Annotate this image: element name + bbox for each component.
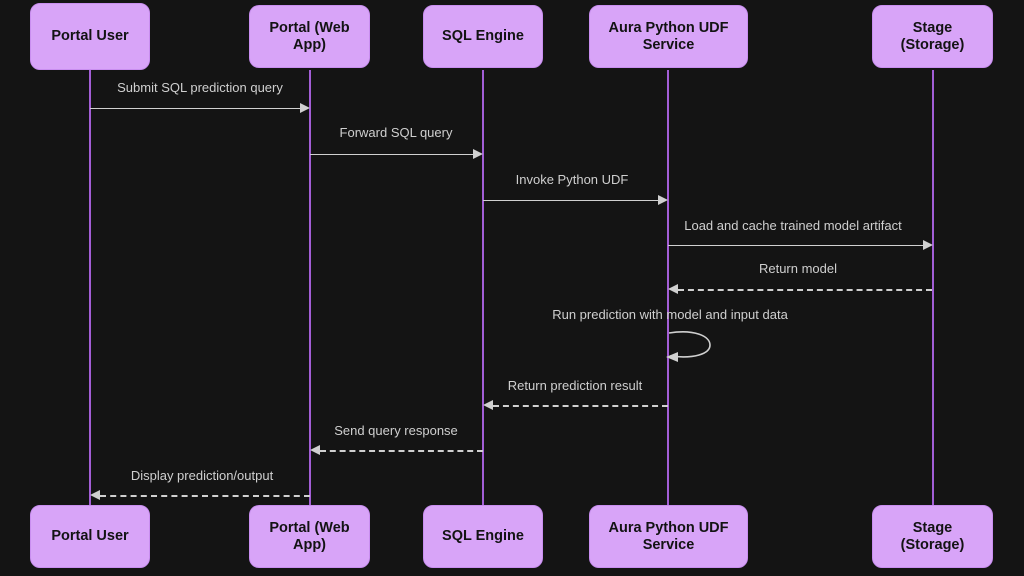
actor-box-top-portal-web-app[interactable]: Portal (Web App): [249, 5, 370, 68]
message-label-9: Display prediction/output: [130, 468, 274, 483]
message-label-4: Load and cache trained model artifact: [684, 218, 902, 233]
message-line-4: [668, 245, 923, 246]
actor-label-portal-web-app-bottom: Portal (Web App): [269, 519, 350, 553]
actor-box-top-stage-storage[interactable]: Stage (Storage): [872, 5, 993, 68]
message-selfloop-6: [666, 331, 711, 362]
message-label-5: Return model: [758, 261, 838, 276]
actor-label-portal-web-app-top: Portal (Web App): [269, 19, 350, 53]
actor-box-bottom-portal-web-app[interactable]: Portal (Web App): [249, 505, 370, 568]
actor-label-portal-user-top: Portal User: [51, 28, 129, 45]
actor-box-bottom-stage-storage[interactable]: Stage (Storage): [872, 505, 993, 568]
message-arrowhead-8: [310, 445, 320, 455]
actor-label-aura-udf-top: Aura Python UDF Service: [608, 19, 729, 53]
message-line-1: [90, 108, 300, 109]
actor-box-top-sql-engine[interactable]: SQL Engine: [423, 5, 543, 68]
message-arrowhead-2: [473, 149, 483, 159]
actor-box-top-aura-udf[interactable]: Aura Python UDF Service: [589, 5, 748, 68]
message-label-8: Send query response: [334, 423, 458, 438]
message-line-3: [483, 200, 658, 201]
actor-box-bottom-sql-engine[interactable]: SQL Engine: [423, 505, 543, 568]
message-arrowhead-4: [923, 240, 933, 250]
message-label-7: Return prediction result: [507, 378, 643, 393]
message-label-3: Invoke Python UDF: [515, 172, 629, 187]
actor-label-portal-user-bottom: Portal User: [51, 528, 129, 545]
message-label-2: Forward SQL query: [339, 125, 453, 140]
message-arrowhead-1: [300, 103, 310, 113]
lifeline-stage-storage: [932, 70, 934, 505]
actor-label-sql-engine-bottom: SQL Engine: [442, 528, 524, 545]
actor-box-bottom-portal-user[interactable]: Portal User: [30, 505, 150, 568]
actor-label-stage-storage-top: Stage (Storage): [900, 19, 965, 53]
message-line-2: [310, 154, 473, 155]
message-label-1: Submit SQL prediction query: [117, 80, 283, 95]
message-line-8: [320, 450, 483, 452]
lifeline-portal-user: [89, 70, 91, 505]
message-arrowhead-5: [668, 284, 678, 294]
message-arrowhead-7: [483, 400, 493, 410]
lifeline-sql-engine: [482, 70, 484, 505]
message-line-5: [678, 289, 932, 291]
actor-label-sql-engine-top: SQL Engine: [442, 28, 524, 45]
message-label-6: Run prediction with model and input data: [552, 307, 788, 322]
message-line-9: [100, 495, 310, 497]
message-arrowhead-9: [90, 490, 100, 500]
lifeline-portal-web-app: [309, 70, 311, 505]
actor-label-stage-storage-bottom: Stage (Storage): [900, 519, 965, 553]
actor-box-bottom-aura-udf[interactable]: Aura Python UDF Service: [589, 505, 748, 568]
actor-label-aura-udf-bottom: Aura Python UDF Service: [608, 519, 729, 553]
message-arrowhead-3: [658, 195, 668, 205]
message-line-7: [493, 405, 668, 407]
actor-box-top-portal-user[interactable]: Portal User: [30, 3, 150, 70]
